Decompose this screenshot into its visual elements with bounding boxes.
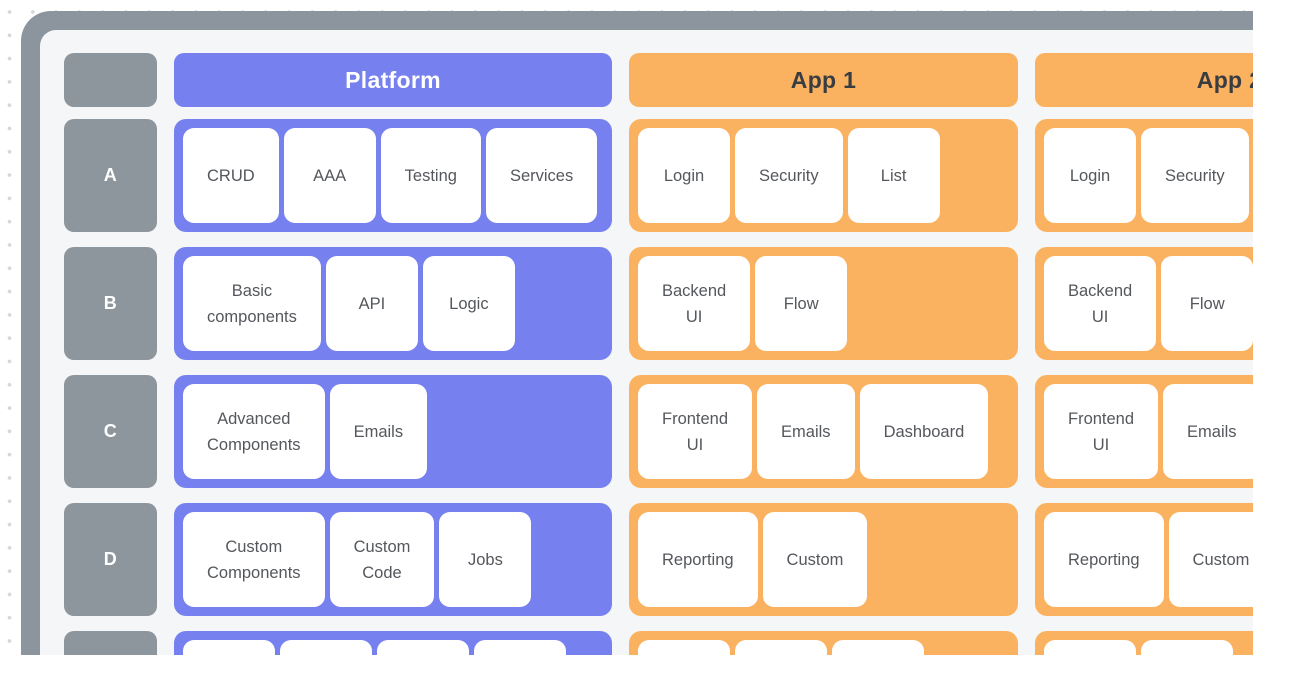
feature-chip-reporting[interactable]: Reporting xyxy=(1044,512,1164,607)
feature-chip-logic[interactable]: Logic xyxy=(422,256,515,351)
column-header-app-1[interactable]: App 1 xyxy=(629,53,1018,107)
feature-chip-dashboard[interactable]: Dashboard xyxy=(859,384,989,479)
feature-chip-custom[interactable]: Custom xyxy=(762,512,868,607)
feature-chip-crud[interactable]: CRUD xyxy=(183,128,279,223)
feature-chip-flow[interactable]: Flow xyxy=(755,256,848,351)
row-label-A: A xyxy=(64,119,157,232)
feature-chip-blank[interactable] xyxy=(183,640,275,655)
feature-chip-custom-code[interactable]: Custom Code xyxy=(329,512,435,607)
feature-chip-aaa[interactable]: AAA xyxy=(283,128,376,223)
feature-chip-blank[interactable] xyxy=(377,640,469,655)
column-header-platform[interactable]: Platform xyxy=(174,53,612,107)
feature-chip-frontend-ui[interactable]: Frontend UI xyxy=(638,384,753,479)
feature-chip-testing[interactable]: Testing xyxy=(380,128,481,223)
feature-chip-backend-ui[interactable]: Backend UI xyxy=(1044,256,1157,351)
feature-chip-login[interactable]: Login xyxy=(1044,128,1136,223)
feature-chip-advanced-components[interactable]: Advanced Components xyxy=(183,384,325,479)
grid-row-partial xyxy=(64,631,1253,655)
feature-chip-list[interactable]: List xyxy=(847,128,940,223)
row-tray xyxy=(1035,631,1253,655)
header-row: Platform App 1 App 2 xyxy=(64,53,1253,107)
feature-chip-blank[interactable] xyxy=(1141,640,1233,655)
feature-chip-custom[interactable]: Custom xyxy=(1168,512,1253,607)
feature-chip-blank[interactable] xyxy=(280,640,372,655)
feature-chip-emails[interactable]: Emails xyxy=(1163,384,1253,479)
feature-chip-blank[interactable] xyxy=(735,640,827,655)
feature-chip-jobs[interactable]: Jobs xyxy=(439,512,532,607)
corner-cell xyxy=(64,53,157,107)
row-label-C: C xyxy=(64,375,157,488)
feature-chip-custom-components[interactable]: Custom Components xyxy=(183,512,325,607)
feature-chip-flow[interactable]: Flow xyxy=(1161,256,1253,351)
column-header-app-2[interactable]: App 2 xyxy=(1035,53,1253,107)
feature-chip-blank[interactable] xyxy=(1044,640,1136,655)
feature-chip-services[interactable]: Services xyxy=(485,128,598,223)
feature-chip-blank[interactable] xyxy=(474,640,566,655)
row-label-blank xyxy=(64,631,157,655)
feature-chip-emails[interactable]: Emails xyxy=(329,384,428,479)
feature-chip-blank[interactable] xyxy=(638,640,730,655)
feature-chip-backend-ui[interactable]: Backend UI xyxy=(638,256,751,351)
row-tray xyxy=(174,631,612,655)
row-tray xyxy=(629,631,1018,655)
row-label-B: B xyxy=(64,247,157,360)
feature-chip-emails[interactable]: Emails xyxy=(757,384,855,479)
feature-chip-security[interactable]: Security xyxy=(1141,128,1249,223)
feature-chip-api[interactable]: API xyxy=(325,256,418,351)
feature-chip-reporting[interactable]: Reporting xyxy=(638,512,758,607)
feature-chip-security[interactable]: Security xyxy=(735,128,843,223)
feature-chip-frontend-ui[interactable]: Frontend UI xyxy=(1044,384,1159,479)
feature-chip-login[interactable]: Login xyxy=(638,128,730,223)
feature-chip-basic-components[interactable]: Basic components xyxy=(183,256,321,351)
feature-chip-blank[interactable] xyxy=(832,640,924,655)
row-label-D: D xyxy=(64,503,157,616)
